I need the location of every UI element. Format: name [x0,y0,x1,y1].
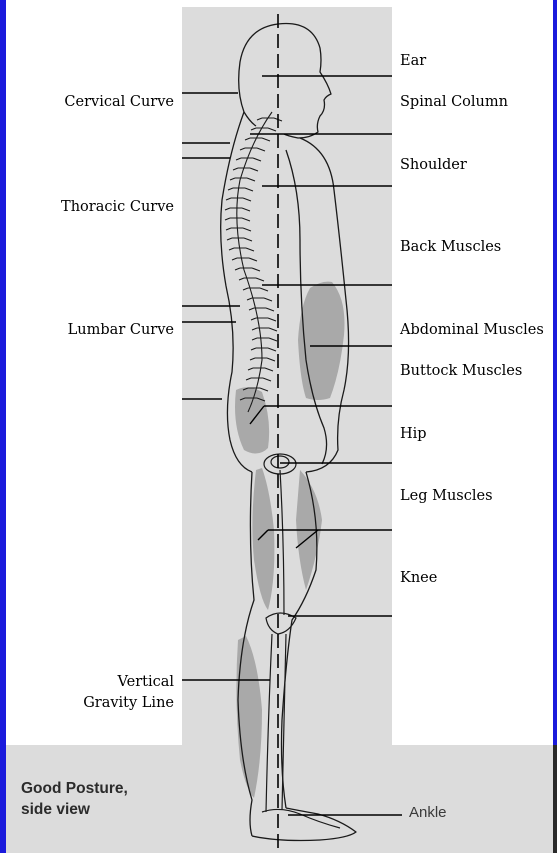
foot-outline [252,808,356,841]
hip-socket [271,456,289,468]
label-ankle: Ankle [409,804,447,821]
vertebra [251,128,276,131]
vertebra [239,278,264,281]
caption-line-2: side view [21,800,128,821]
abdominal-muscle-shape [298,282,345,400]
vertebra [245,138,270,141]
vertebra [249,308,274,311]
label-abdominal-muscles: Abdominal Muscles [400,320,544,341]
vertebra [228,188,253,191]
label-lumbar-curve: Lumbar Curve [68,320,174,341]
vertebra [226,228,251,231]
skull-back-outline [239,24,278,126]
label-vertical: Vertical [117,672,174,693]
vertebra [236,158,261,161]
figure-caption: Good Posture, side view [21,779,128,821]
vertebra [252,328,277,331]
label-buttock-muscles: Buttock Muscles [400,361,522,382]
label-cervical-curve: Cervical Curve [64,92,174,113]
caption-line-1: Good Posture, [21,779,128,800]
spine-curve [237,112,272,412]
label-thoracic-curve: Thoracic Curve [61,197,174,218]
vertebra [240,148,265,151]
vertebra [233,168,258,171]
vertebra [235,268,260,271]
ankle-bones [262,809,340,828]
vertebra [252,338,277,341]
spinal-column [225,112,282,412]
vertebra [229,248,254,251]
vertebra [251,318,276,321]
femur [280,470,284,615]
label-back-muscles: Back Muscles [400,237,501,258]
label-gravity-line: Gravity Line [83,693,174,714]
label-shoulder: Shoulder [400,155,467,176]
head-outline [278,24,331,139]
label-knee: Knee [400,568,437,589]
label-ear: Ear [400,51,426,72]
vertebra [226,198,251,201]
label-spinal-column: Spinal Column [400,92,508,113]
vertebra [243,288,268,291]
vertebra [230,178,255,181]
vertebra [251,348,276,351]
tibia [266,634,272,812]
vertebra [232,258,257,261]
label-hip: Hip [400,424,427,445]
thigh-back-muscle-shape [252,468,274,610]
fibula [282,634,286,810]
vertebra [225,218,250,221]
vertebra [225,208,250,211]
vertebra [247,298,272,301]
leader-lines [182,76,402,815]
vertebra [227,238,252,241]
label-leg-muscles: Leg Muscles [400,486,493,507]
